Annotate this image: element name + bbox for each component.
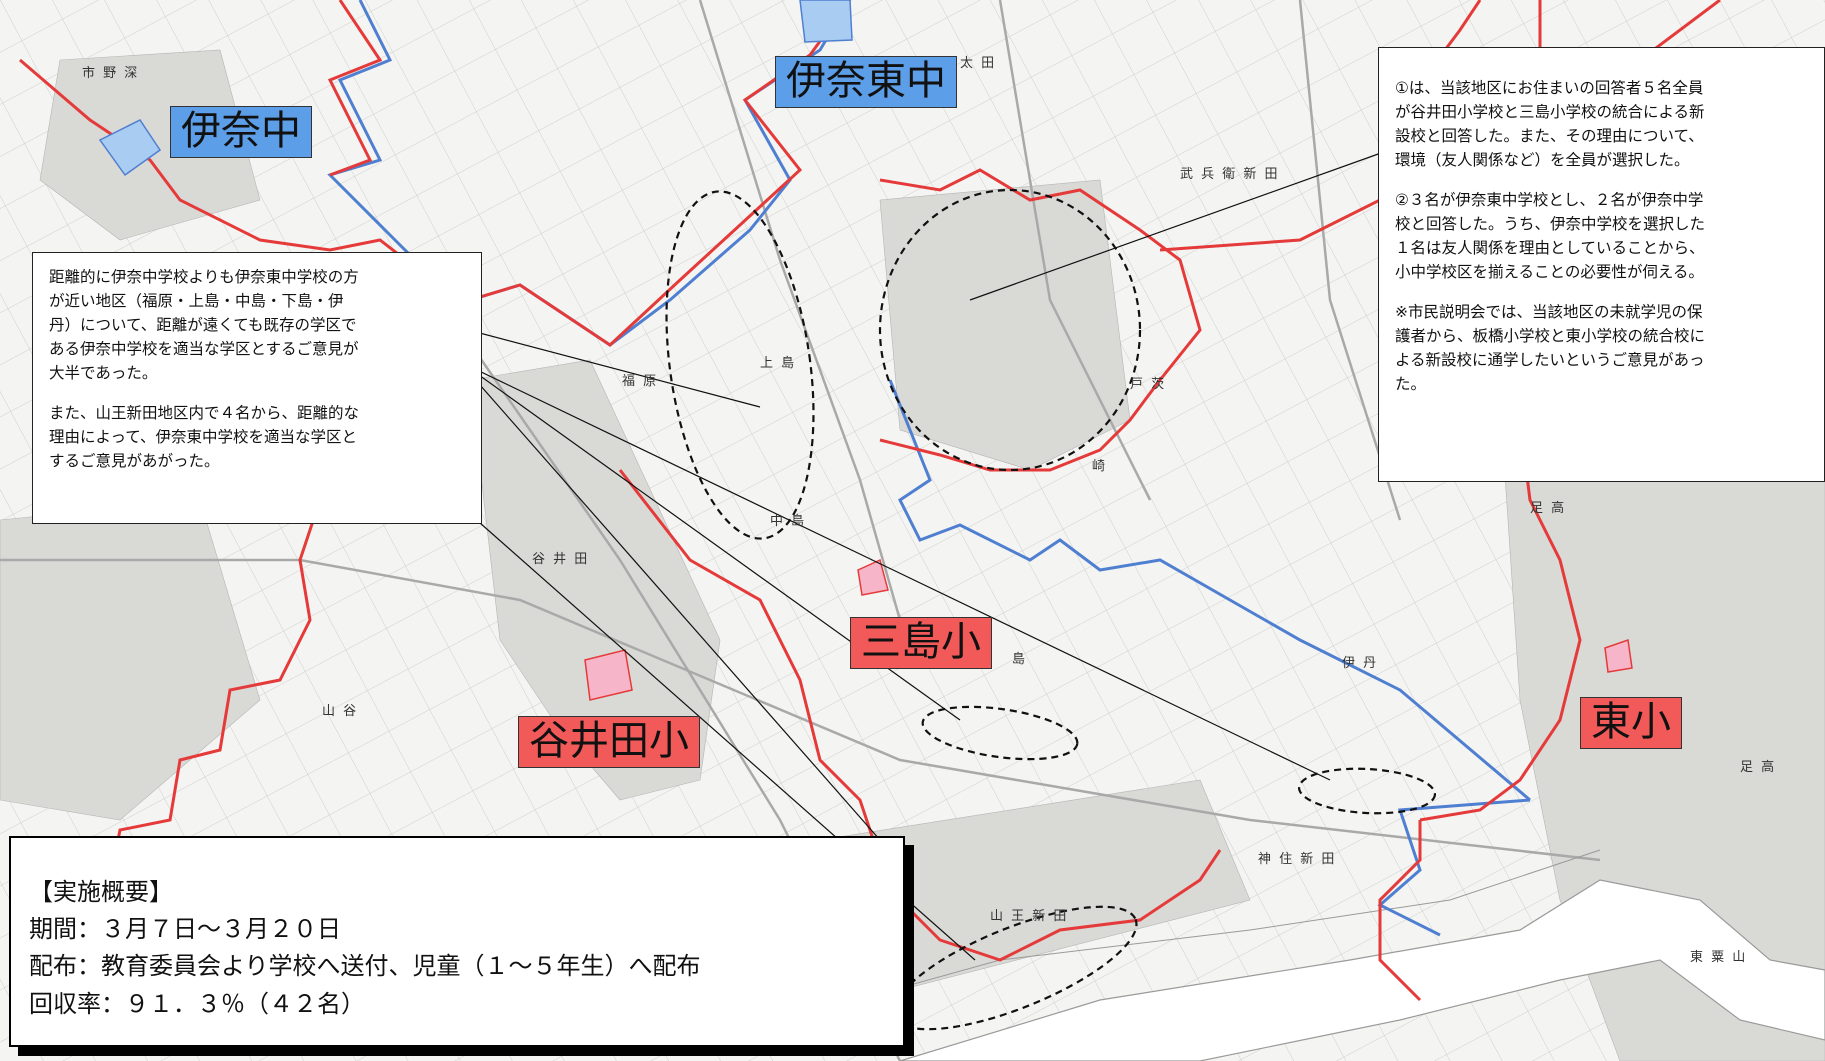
place-label-nakajima: 中 島: [770, 514, 807, 529]
summary-box: 【実施概要】 期間：３月７日～３月２０日 配布：教育委員会より学校へ送付、児童（…: [9, 836, 905, 1047]
place-label-yamaya: 山 谷: [322, 704, 359, 719]
school-label-mishima-sho[interactable]: 三島小: [850, 617, 992, 669]
higashi-sho-marker: [1604, 638, 1633, 673]
callout-right-paragraph-2: ②３名が伊奈東中学校とし、２名が伊奈中学 校と回答した。うち、伊奈中学校を選択し…: [1395, 191, 1706, 282]
place-label-ashitaka-2: 足 高: [1740, 760, 1777, 775]
river: [899, 879, 1825, 1061]
place-label-fukuhara: 福 原: [622, 374, 659, 389]
school-label-ina-higashi-chu[interactable]: 伊奈東中: [775, 56, 957, 108]
school-label-ina-chu[interactable]: 伊奈中: [170, 106, 312, 158]
mishima-sho-marker: [857, 558, 889, 596]
summary-heading: 【実施概要】: [29, 878, 173, 906]
callout-left: 距離的に伊奈中学校よりも伊奈東中学校の方 が近い地区（福原・上島・中島・下島・伊…: [32, 252, 482, 524]
callout-right-paragraph-1: ①は、当該地区にお住まいの回答者５名全員 が谷井田小学校と三島小学校の統合による…: [1395, 79, 1705, 170]
place-label-kamisumi-shinden: 神 住 新 田: [1258, 852, 1337, 867]
place-label-saki: 崎: [1092, 459, 1108, 474]
place-label-itami: 伊 丹: [1342, 656, 1379, 671]
survey-area-shimojima: [921, 705, 1079, 761]
ina-chu-marker: [98, 119, 162, 177]
survey-areas: [665, 188, 1437, 1031]
survey-area-tobara: [878, 188, 1142, 472]
urban-areas: [0, 49, 1825, 1061]
place-label-ashitaka: 足 高: [1530, 501, 1567, 516]
yaida-sho-marker: [584, 649, 633, 701]
ina-higashi-chu-marker: [799, 0, 853, 43]
school-label-yaida-sho[interactable]: 谷井田小: [518, 716, 700, 768]
place-label-yaida: 谷 井 田: [532, 552, 590, 567]
place-label-higashi-kuriyama: 東 粟 山: [1690, 950, 1748, 965]
callout-left-paragraph-2: また、山王新田地区内で４名から、距離的な 理由によって、伊奈東中学校を適当な学区…: [49, 404, 360, 471]
summary-distribution: 配布：教育委員会より学校へ送付、児童（１～５年生）へ配布: [29, 952, 701, 981]
place-label-kamijima: 上 島: [760, 356, 797, 371]
school-label-higashi-sho[interactable]: 東小: [1580, 697, 1682, 749]
place-label-sanno-shinden: 山 王 新 田: [990, 909, 1069, 924]
summary-period: 期間：３月７日～３月２０日: [29, 915, 341, 944]
callout-right: ①は、当該地区にお住まいの回答者５名全員 が谷井田小学校と三島小学校の統合による…: [1378, 47, 1825, 482]
callout-left-paragraph-1: 距離的に伊奈中学校よりも伊奈東中学校の方 が近い地区（福原・上島・中島・下島・伊…: [49, 268, 359, 383]
place-label-shima: 島: [1012, 652, 1028, 667]
place-label-takebe-shinden: 武 兵 衛 新 田: [1180, 167, 1280, 182]
summary-collection-rate: 回収率：９１．３％（４２名）: [29, 989, 365, 1018]
survey-area-itami: [1297, 767, 1437, 815]
place-label-ota: 太 田: [960, 56, 997, 71]
place-label-tobara: 戸 茨: [1130, 377, 1167, 392]
callout-right-paragraph-3: ※市民説明会では、当該地区の未就学児の保 護者から、板橋小学校と東小学校の統合校…: [1395, 303, 1706, 394]
survey-area-sanno: [892, 905, 1138, 1031]
river-embankment: [819, 849, 1601, 1011]
school-markers: [98, 0, 1633, 701]
survey-area-kamijima: [665, 190, 815, 540]
place-label-ichinoya: 市 野 深: [82, 66, 140, 81]
